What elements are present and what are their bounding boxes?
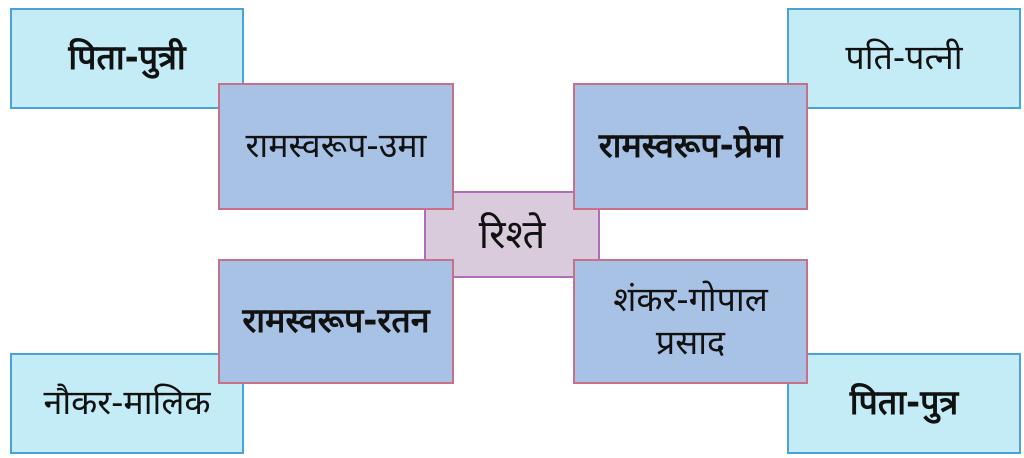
pair-label-line1: शंकर-गोपाल xyxy=(613,280,768,320)
pair-box-top-right: रामस्वरूप-प्रेमा xyxy=(573,83,808,210)
relation-label: पिता-पुत्र xyxy=(849,383,959,424)
pair-label: रामस्वरूप-प्रेमा xyxy=(598,126,783,167)
center-label: रिश्ते xyxy=(478,211,546,258)
relation-box-bottom-right: पिता-पुत्र xyxy=(787,353,1021,454)
pair-label-line2: प्रसाद xyxy=(655,322,726,363)
pair-label: रामस्वरूप-उमा xyxy=(245,126,427,167)
relation-box-bottom-left: नौकर-मालिक xyxy=(10,353,244,454)
pair-box-top-left: रामस्वरूप-उमा xyxy=(218,83,454,210)
pair-label-group: शंकर-गोपाल प्रसाद xyxy=(607,279,774,364)
relation-label: पति-पत्नी xyxy=(845,38,963,79)
pair-box-bottom-left: रामस्वरूप-रतन xyxy=(218,259,454,384)
relation-label: नौकर-मालिक xyxy=(43,383,211,424)
pair-label: रामस्वरूप-रतन xyxy=(242,301,430,342)
relation-box-top-left: पिता-पुत्री xyxy=(10,8,244,109)
relation-box-top-right: पति-पत्नी xyxy=(787,8,1021,109)
pair-box-bottom-right: शंकर-गोपाल प्रसाद xyxy=(573,259,808,384)
relation-label: पिता-पुत्री xyxy=(68,38,186,79)
